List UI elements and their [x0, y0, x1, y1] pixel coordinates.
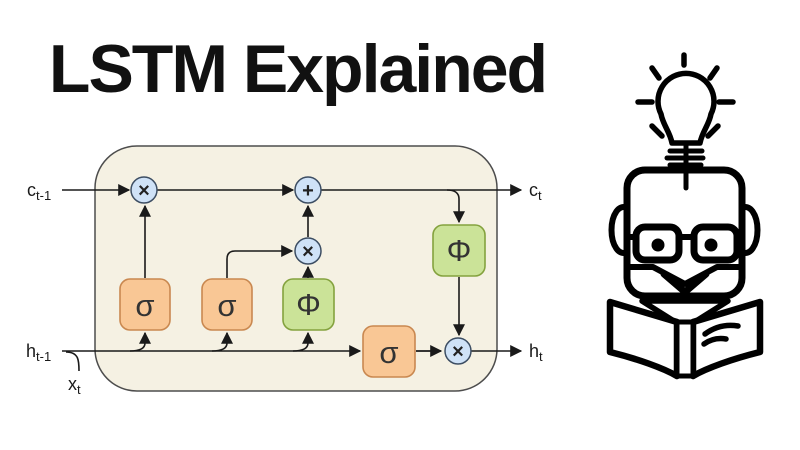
robot-eye-right — [704, 238, 718, 252]
cell-branch-to-activation — [446, 189, 465, 224]
gate-output: σ — [362, 325, 416, 378]
open-book-icon — [606, 298, 764, 380]
gate-candidate: Φ — [282, 278, 335, 331]
output-multiply-circle — [444, 337, 472, 365]
forget-multiply-symbol: × — [138, 180, 150, 202]
input-join-curve — [65, 351, 80, 372]
op-input-multiply: × — [294, 237, 322, 265]
output-gate-symbol: σ — [379, 335, 398, 370]
robot-reading-book-with-lightbulb-icon — [606, 52, 764, 380]
robot-glasses — [624, 223, 745, 264]
gate-output-activation: Φ — [432, 224, 486, 277]
robot-head — [608, 166, 761, 300]
lightbulb-bulb — [655, 70, 717, 146]
input-gate-symbol: σ — [217, 288, 236, 323]
label-input: xt — [68, 374, 81, 397]
internal-connections — [129, 189, 465, 352]
op-forget-multiply: × — [130, 176, 158, 204]
branch-to-candidate — [292, 331, 314, 352]
robot-ear-right — [740, 204, 761, 256]
forget-multiply-circle — [130, 176, 158, 204]
label-hidden-state-in: ht-1 — [26, 341, 51, 364]
input-gate-elbow-to-multiply — [226, 245, 294, 278]
cell-add-symbol: + — [302, 180, 314, 202]
robot-ear-left — [608, 204, 629, 256]
forget-gate-symbol: σ — [135, 288, 154, 323]
output-multiply-symbol: × — [452, 341, 464, 363]
page-title: LSTM Explained — [48, 31, 548, 107]
robot-chin-chevron — [660, 270, 710, 296]
input-multiply-circle — [294, 237, 322, 265]
output-activation-box — [432, 224, 486, 277]
candidate-symbol: Φ — [296, 287, 321, 322]
label-cell-state-out: ct — [529, 180, 542, 203]
branch-to-input-gate — [211, 331, 233, 352]
robot-face-band — [626, 264, 743, 287]
output-gate-box — [362, 325, 416, 378]
cell-add-circle — [294, 176, 322, 204]
op-cell-add: + — [294, 176, 322, 204]
book-text-lines — [701, 322, 741, 347]
forget-gate-box — [119, 278, 171, 331]
gate-forget: σ — [119, 278, 171, 331]
input-gate-box — [201, 278, 253, 331]
branch-to-forget-gate — [129, 331, 151, 352]
op-output-multiply: × — [444, 337, 472, 365]
lightbulb-icon — [635, 52, 736, 191]
book-spine — [674, 319, 696, 379]
label-cell-state-in: ct-1 — [27, 180, 51, 203]
lstm-diagram: σ σ Φ σ Φ × + × — [26, 145, 543, 397]
gate-input: σ — [201, 278, 253, 331]
candidate-box — [282, 278, 335, 331]
lightbulb-rays — [635, 52, 736, 139]
output-activation-symbol: Φ — [447, 233, 472, 268]
label-hidden-state-out: ht — [529, 341, 543, 364]
input-multiply-symbol: × — [302, 241, 314, 263]
robot-eye-left — [651, 238, 665, 252]
